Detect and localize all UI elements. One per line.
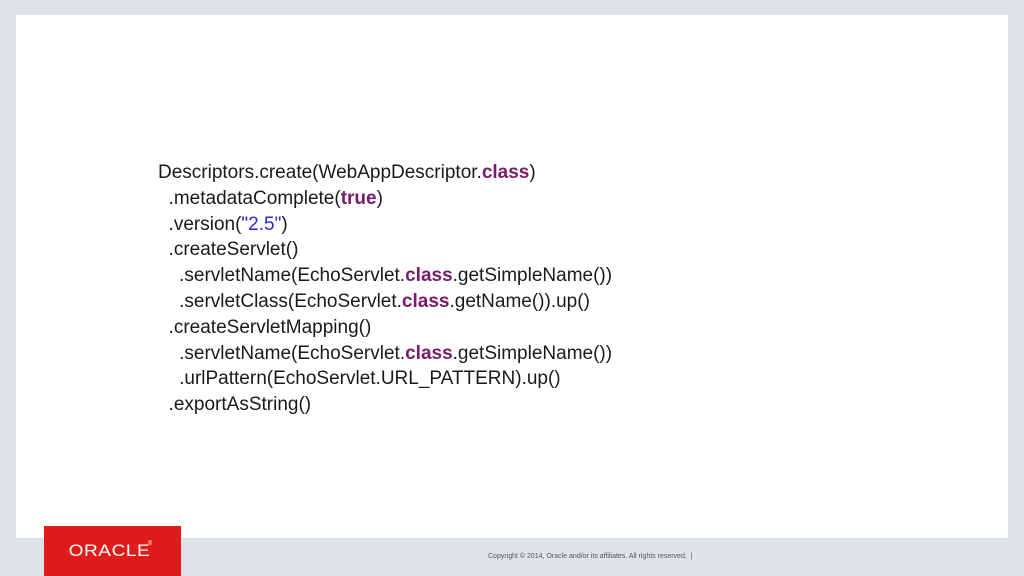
oracle-logo: ORACLE® xyxy=(44,526,181,576)
code-line: .createServletMapping() xyxy=(158,315,612,341)
oracle-logo-text: ORACLE xyxy=(68,541,151,560)
code-line: .urlPattern(EchoServlet.URL_PATTERN).up(… xyxy=(158,366,612,392)
code-line: Descriptors.create(WebAppDescriptor.clas… xyxy=(158,160,612,186)
code-text: .getName()).up() xyxy=(449,290,590,312)
code-keyword: class xyxy=(405,342,453,364)
registered-mark: ® xyxy=(147,541,153,547)
code-text: .getSimpleName()) xyxy=(452,342,613,364)
code-keyword: class xyxy=(481,162,530,183)
code-string: "2.5" xyxy=(241,213,282,235)
code-line: .metadataComplete(true) xyxy=(158,186,612,212)
code-text: .createServlet() xyxy=(158,239,299,261)
code-line: .version("2.5") xyxy=(158,212,612,238)
code-text: .servletName(EchoServlet. xyxy=(158,342,406,364)
code-text: .createServletMapping() xyxy=(158,316,372,338)
code-line: .exportAsString() xyxy=(158,392,612,418)
code-text: .servletName(EchoServlet. xyxy=(158,265,406,287)
code-keyword: true xyxy=(340,187,377,209)
slide-content xyxy=(16,15,1008,538)
code-text: .servletClass(EchoServlet. xyxy=(158,290,402,312)
code-text: .getSimpleName()) xyxy=(452,265,613,287)
code-text: Descriptors.create(WebAppDescriptor. xyxy=(158,162,482,183)
code-text: ) xyxy=(281,213,288,235)
code-text: .version( xyxy=(158,213,242,235)
copyright-notice: Copyright © 2014, Oracle and/or its affi… xyxy=(488,553,693,560)
code-line: .servletName(EchoServlet.class.getSimple… xyxy=(158,263,612,289)
code-text: .metadataComplete( xyxy=(158,187,341,209)
code-line: .servletName(EchoServlet.class.getSimple… xyxy=(158,341,612,367)
code-text: .urlPattern(EchoServlet.URL_PATTERN).up(… xyxy=(158,368,561,390)
code-block: Descriptors.create(WebAppDescriptor.clas… xyxy=(158,160,612,418)
code-text: ) xyxy=(376,187,383,209)
code-line: .servletClass(EchoServlet.class.getName(… xyxy=(158,289,612,315)
code-text: .exportAsString() xyxy=(158,394,312,416)
code-keyword: class xyxy=(405,265,453,287)
code-keyword: class xyxy=(401,290,450,312)
code-line: .createServlet() xyxy=(158,237,612,263)
code-text: ) xyxy=(529,162,536,183)
